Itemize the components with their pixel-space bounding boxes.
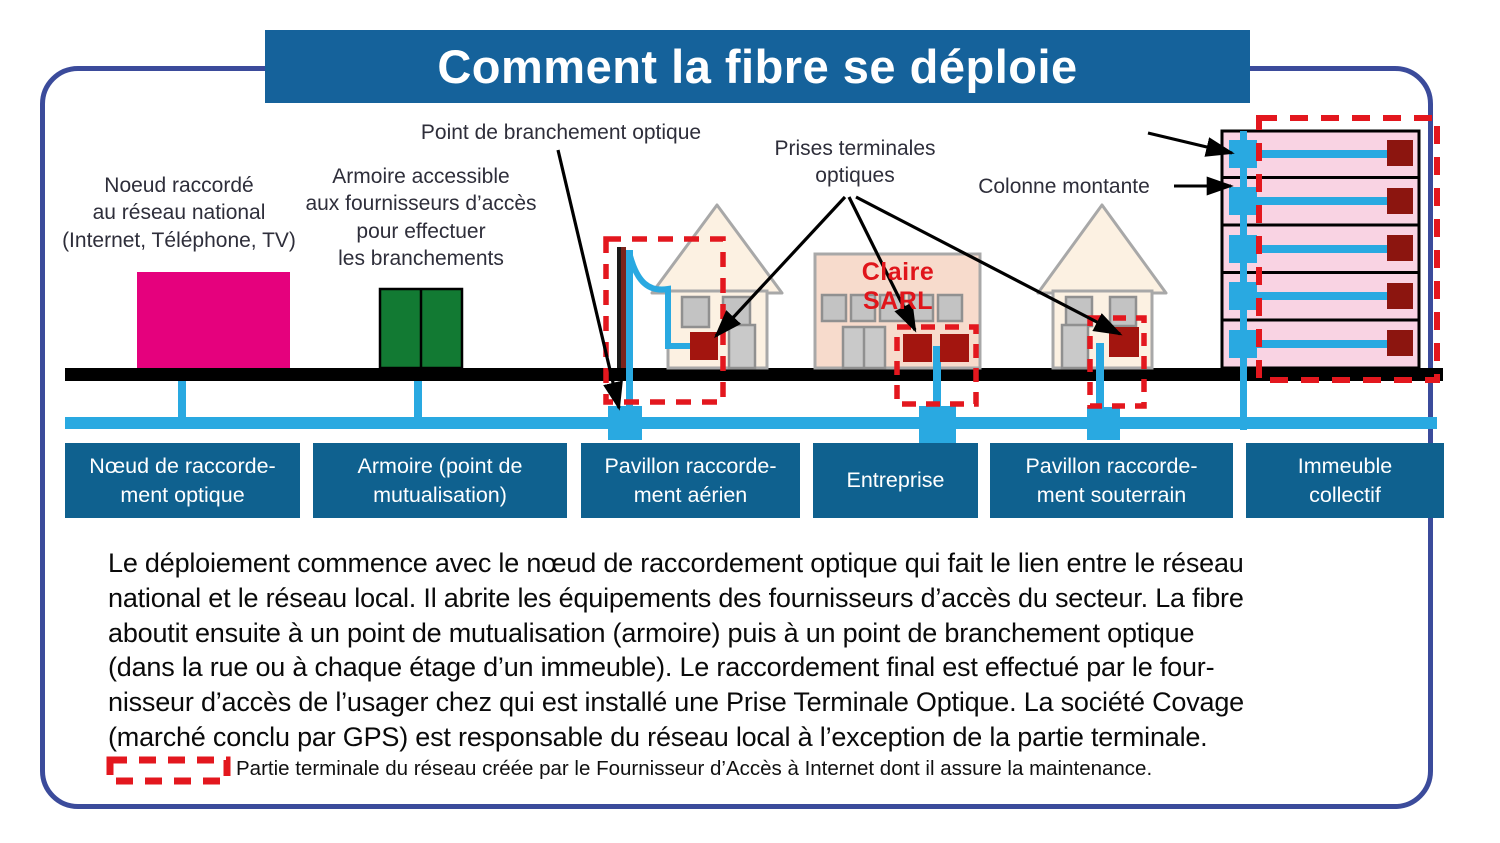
window	[1108, 295, 1138, 328]
house-underground-connection	[1036, 203, 1168, 440]
arrow-prise-aerien	[714, 195, 847, 339]
title-banner: Comment la fibre se déploie	[265, 30, 1250, 103]
branch-connector	[919, 406, 956, 443]
station-immeuble-collectif: Immeuble collectif	[1246, 443, 1444, 518]
junction-box	[1229, 235, 1257, 263]
label-armoire-accessible: Armoire accessible aux fournisseurs d’ac…	[305, 165, 537, 270]
junction-box	[1229, 282, 1257, 310]
aerial-cable	[626, 251, 692, 349]
utility-pole	[617, 247, 621, 368]
terminal-socket	[1387, 283, 1413, 309]
terminal-socket	[940, 334, 969, 362]
fiber-stub-cabinet	[414, 381, 422, 418]
fiber-backbone-line	[65, 417, 1437, 429]
door	[1060, 323, 1090, 370]
branch-connector	[1087, 407, 1120, 440]
junction-box	[1229, 187, 1257, 215]
fiber-underground-drop	[933, 346, 941, 420]
terminal-socket	[903, 334, 932, 362]
station-pavillon-aerien: Pavillon raccorde- ment aérien	[581, 443, 800, 518]
window	[936, 293, 964, 323]
floor-cable	[1257, 197, 1389, 205]
junction-box	[1229, 140, 1257, 168]
legend-text: Partie terminale du réseau créée par le …	[236, 757, 1153, 780]
legend-dash-sample	[106, 756, 231, 785]
fiber-pole-drop	[626, 250, 633, 420]
description-paragraph: Le déploiement commence avec le nœud de …	[108, 548, 1244, 752]
arrow-immeuble-junction	[1147, 131, 1235, 157]
utility-pole-face	[621, 247, 626, 368]
station-pavillon-souterrain: Pavillon raccorde- ment souterrain	[990, 443, 1233, 518]
floor-cable	[1257, 245, 1389, 253]
station-armoire-mutualisation: Armoire (point de mutualisation)	[313, 443, 567, 518]
station-noeud-raccordement: Nœud de raccorde- ment optique	[65, 443, 300, 518]
window	[849, 293, 877, 323]
door	[727, 323, 757, 370]
house-aerial-connection	[603, 203, 784, 440]
riser-column	[1240, 131, 1247, 430]
terminal-socket	[1387, 330, 1413, 356]
road-line	[65, 368, 1443, 381]
floor-cable	[1257, 340, 1389, 348]
arrow-prise-souterrain	[855, 195, 1123, 336]
terminal-socket	[1387, 188, 1413, 214]
label-prises-terminales: Prises terminales optiques	[774, 137, 936, 188]
label-point-branchement: Point de branchement optique	[420, 121, 702, 144]
dashed-terminal-zone	[603, 236, 726, 405]
fiber-underground-drop	[1096, 343, 1104, 420]
house-roof	[1036, 203, 1168, 295]
terminal-socket	[1387, 235, 1413, 261]
dashed-terminal-zone	[1256, 115, 1440, 383]
window	[820, 293, 848, 323]
label-colonne-montante: Colonne montante	[978, 175, 1150, 198]
floor-cable	[1257, 150, 1389, 158]
junction-box	[1229, 330, 1257, 358]
house-roof	[650, 203, 784, 295]
optical-node-box	[137, 272, 290, 368]
station-entreprise: Entreprise	[813, 443, 978, 518]
terminal-socket	[690, 332, 718, 360]
apartment-building	[1220, 115, 1440, 430]
terminal-socket	[1387, 140, 1413, 166]
dashed-terminal-zone	[894, 324, 979, 407]
page-title: Comment la fibre se déploie	[437, 40, 1078, 93]
fiber-stub-node	[178, 381, 186, 418]
branch-connector	[608, 406, 642, 440]
floor-cable	[1257, 292, 1389, 300]
window	[680, 295, 711, 329]
street-cabinet	[378, 287, 464, 370]
arrow-point-branchement	[556, 149, 623, 411]
arrow-prise-entreprise	[847, 196, 917, 333]
label-noeud-national: Noeud raccordé au réseau national (Inter…	[62, 174, 296, 252]
business-sign: Claire SARL	[861, 258, 935, 315]
